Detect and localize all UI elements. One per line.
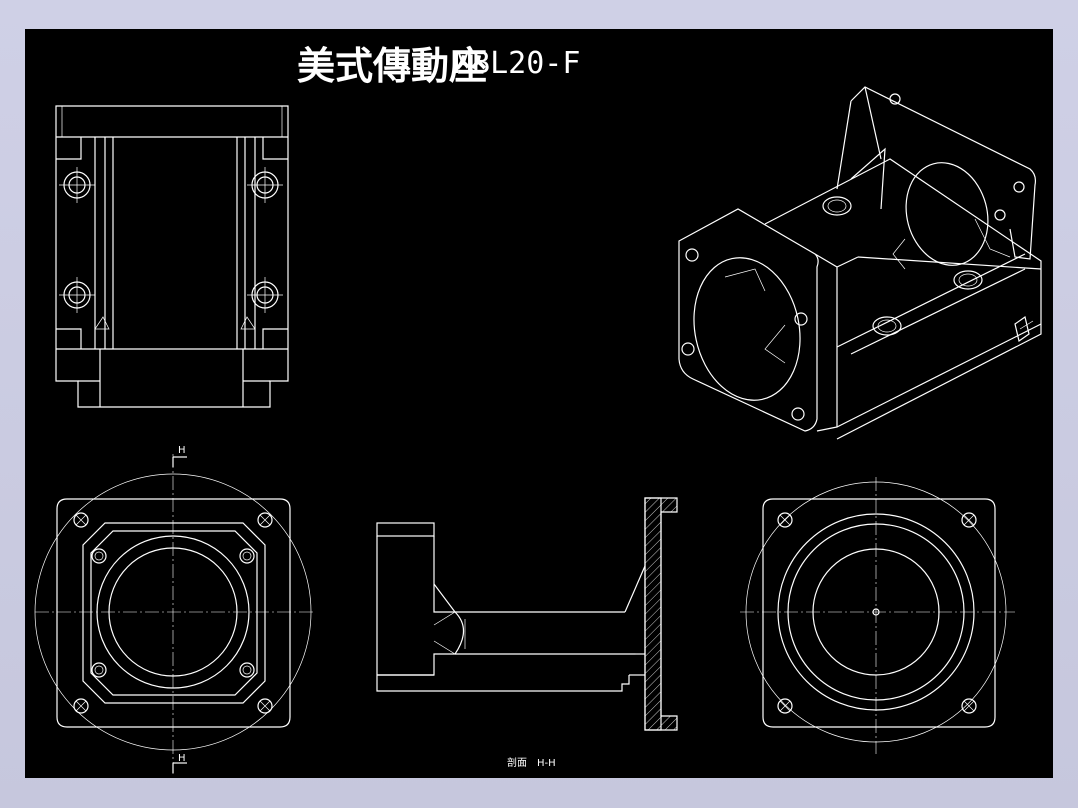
section-mark-top: H — [178, 445, 186, 456]
top-view — [55, 105, 289, 408]
cad-drawing: 美式傳動座 MBL20-F — [34, 44, 1042, 774]
isometric-view — [678, 86, 1042, 440]
title-code: MBL20-F — [454, 46, 580, 81]
front-view-left: H H — [34, 445, 313, 774]
title-chinese: 美式傳動座 — [297, 44, 487, 88]
drawing-canvas: 美式傳動座 MBL20-F — [25, 29, 1053, 778]
section-caption-glyph: 剖面 — [507, 756, 527, 769]
drawing-title: 美式傳動座 MBL20-F — [297, 44, 580, 88]
section-view: 剖面 H-H — [376, 497, 678, 769]
front-view-right — [740, 477, 1015, 754]
section-caption: H-H — [537, 758, 556, 769]
section-mark-bottom: H — [178, 753, 186, 764]
